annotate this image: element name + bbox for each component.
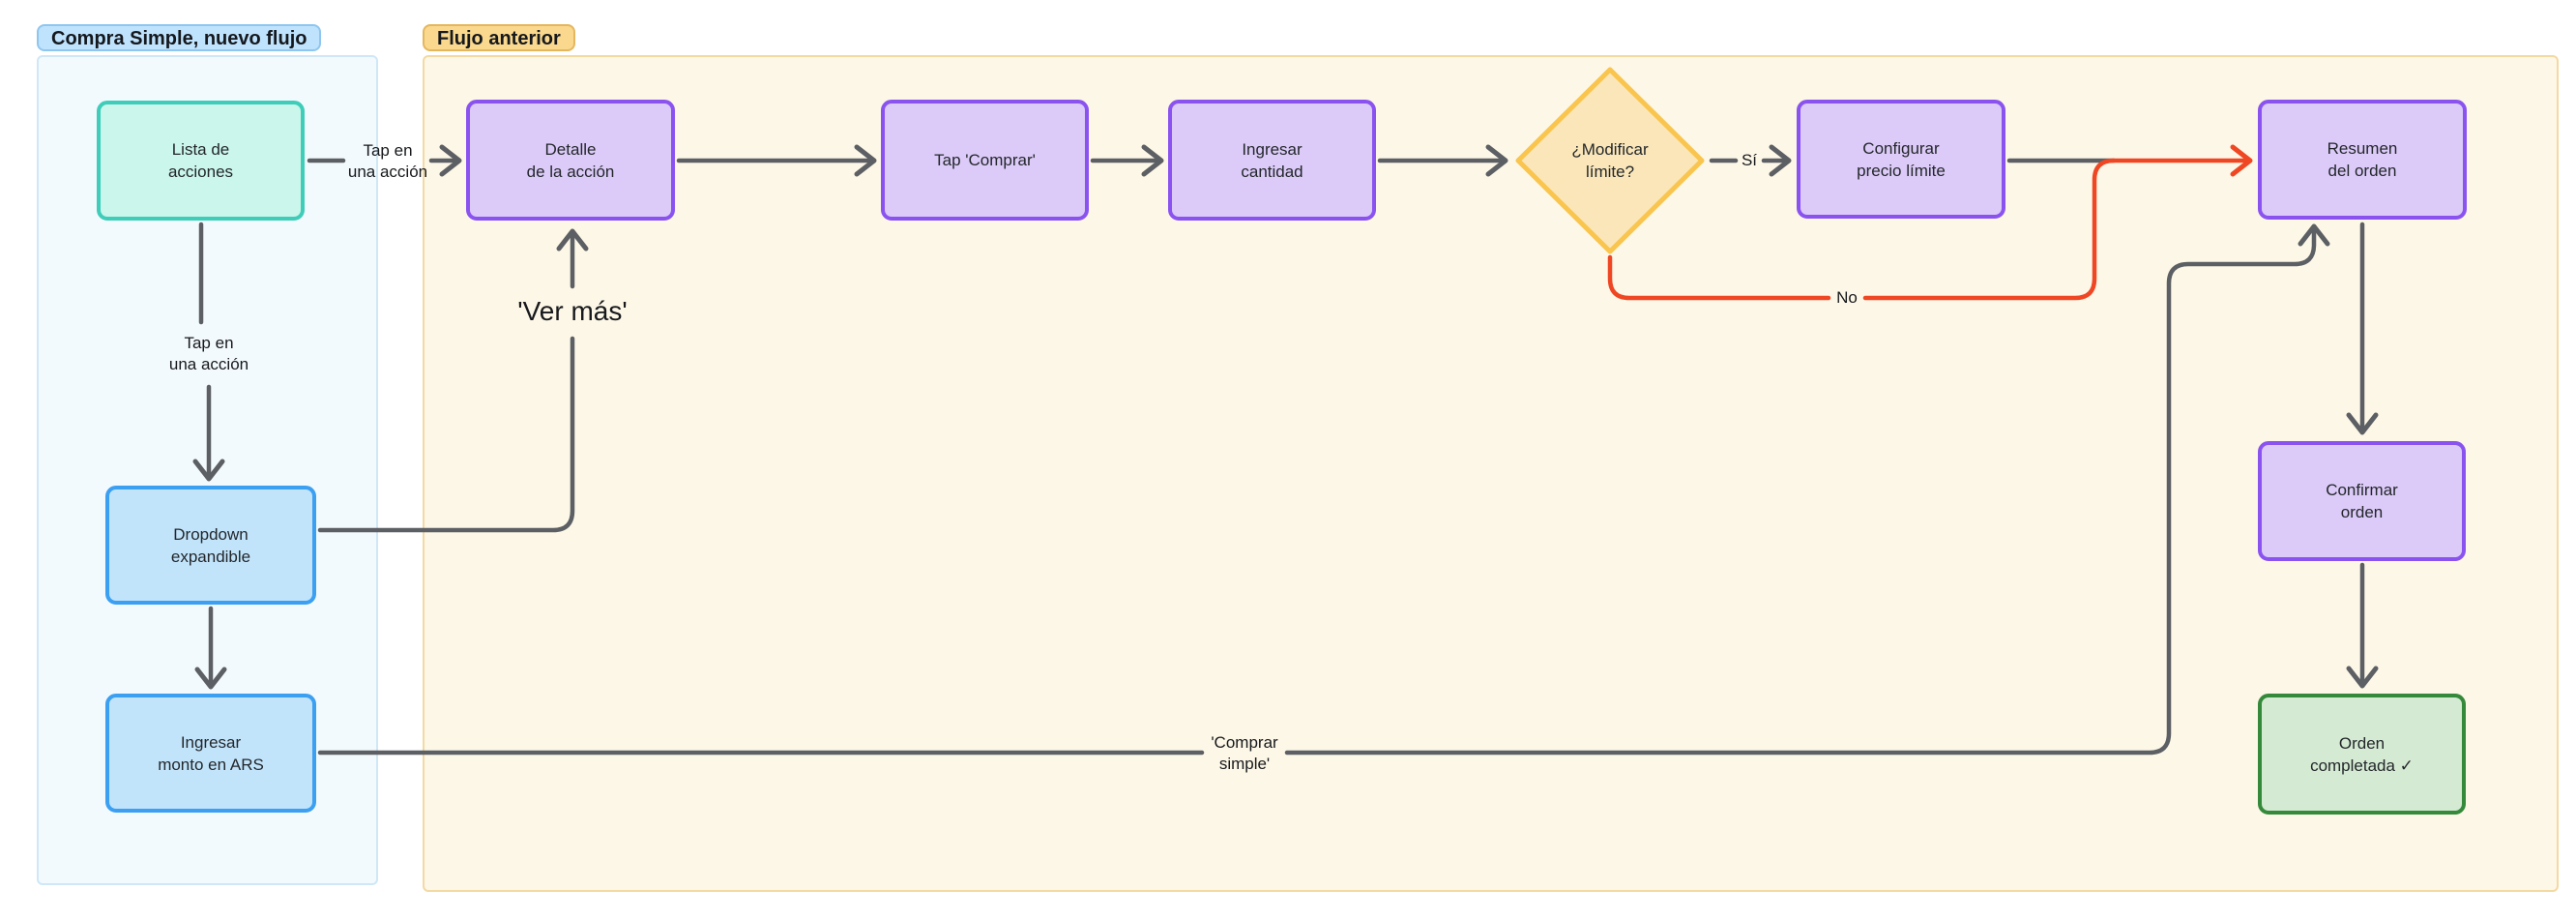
node-lista-acciones: Lista de acciones	[97, 101, 305, 221]
edge-label-ver-mas: 'Ver más'	[517, 296, 628, 326]
edge-label-tap-accion-1: Tap en una acción	[347, 141, 428, 181]
decision-diamond-shape	[1515, 67, 1705, 254]
node-ingresar-cantidad: Ingresar cantidad	[1168, 100, 1376, 221]
node-resumen-orden: Resumen del orden	[2258, 100, 2467, 220]
edge-label-no: No	[1836, 288, 1858, 307]
edge-dropdown-detalle-vermas	[317, 232, 572, 533]
edge-label-si: Sí	[1741, 151, 1758, 169]
node-dropdown-expandible: Dropdown expandible	[105, 486, 316, 605]
node-confirmar-orden: Confirmar orden	[2258, 441, 2466, 561]
group-label-nuevo-flujo: Compra Simple, nuevo flujo	[37, 24, 322, 51]
node-tap-comprar: Tap 'Comprar'	[881, 100, 1089, 221]
group-label-flujo-anterior: Flujo anterior	[423, 24, 575, 51]
edge-label-comprar-simple: 'Comprar simple'	[1211, 733, 1278, 773]
node-ingresar-monto: Ingresar monto en ARS	[105, 694, 316, 813]
edge-no-resumen-red	[1607, 161, 2249, 301]
node-detalle-accion: Detalle de la acción	[466, 100, 675, 221]
edge-label-tap-accion-2: Tap en una acción	[168, 334, 249, 373]
node-modificar-limite-label: ¿Modificar límite?	[1571, 140, 1649, 181]
node-configurar-precio: Configurar precio límite	[1797, 100, 2005, 219]
node-orden-completada: Orden completada ✓	[2258, 694, 2466, 815]
edge-monto-resumen-comprarsimple	[317, 227, 2314, 756]
